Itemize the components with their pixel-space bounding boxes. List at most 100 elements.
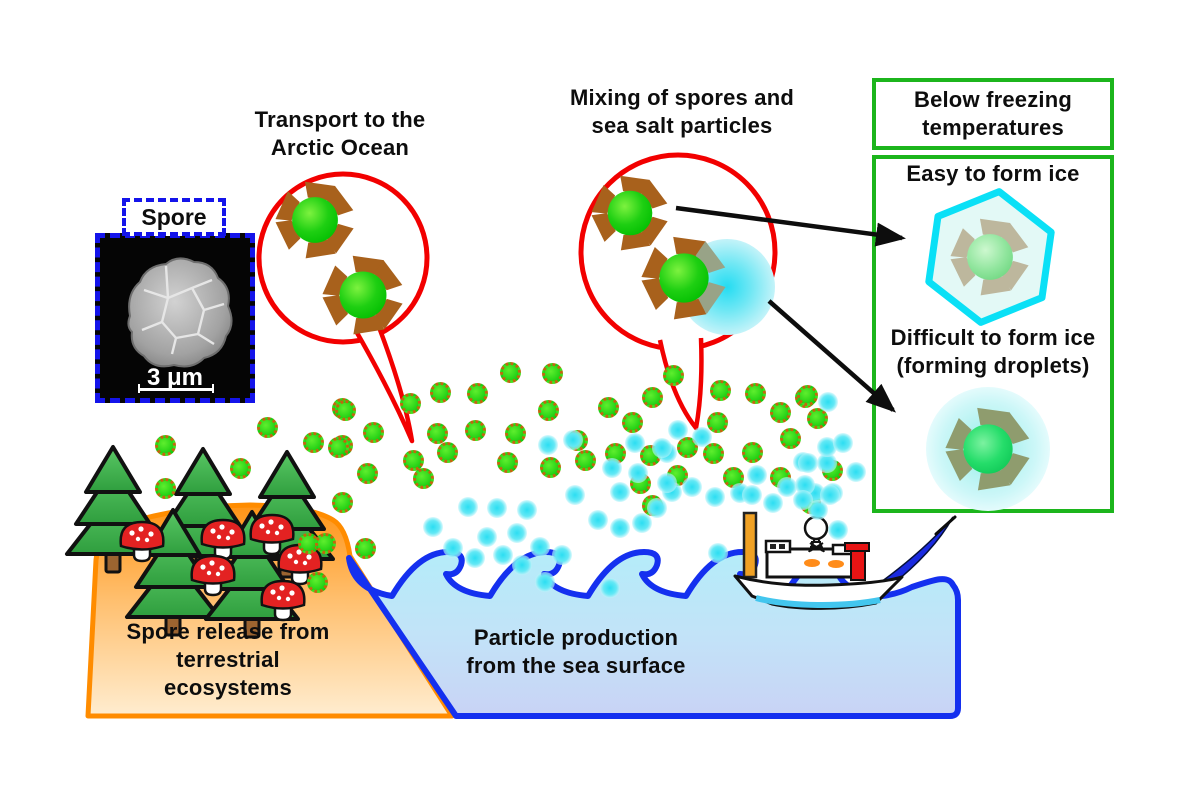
spore-particle — [707, 412, 728, 433]
sea-salt-particle — [458, 497, 478, 517]
sea-salt-particle — [777, 477, 797, 497]
funnel — [850, 550, 866, 581]
label-difficult-ice: Difficult to form ice (forming droplets) — [890, 325, 1096, 378]
sea-salt-particle — [530, 537, 550, 557]
spore-icon-frozen — [950, 218, 1029, 296]
spore-icon-brown — [275, 181, 354, 259]
sea-salt-particle — [477, 527, 497, 547]
sea-salt-particle — [465, 548, 485, 568]
spore-particle — [363, 422, 384, 443]
sea-salt-particle — [833, 433, 853, 453]
radar-dome — [803, 515, 829, 541]
funnel-cap — [844, 542, 870, 552]
spore-particle — [315, 533, 336, 554]
sea-salt-particle — [692, 427, 712, 447]
scale-bar — [138, 388, 214, 391]
spore-particle — [663, 365, 684, 386]
sea-salt-particle — [588, 510, 608, 530]
sea-salt-particle — [600, 578, 620, 598]
spore-particle — [467, 383, 488, 404]
spore-particle — [355, 538, 376, 559]
sea-salt-particle — [517, 500, 537, 520]
sea-salt-particle — [602, 458, 622, 478]
spore-particle — [328, 437, 349, 458]
sea-salt-particle — [820, 485, 840, 505]
spore-icon-mixed — [641, 236, 726, 320]
spore-sem-blob — [127, 257, 233, 368]
spore-particle — [303, 432, 324, 453]
label-transport: Transport to the Arctic Ocean — [254, 107, 426, 160]
label-mixing: Mixing of spores and sea salt particles — [569, 85, 795, 138]
research-ship — [733, 511, 904, 610]
sea-salt-particle — [668, 420, 688, 440]
sea-salt-particle — [747, 465, 767, 485]
sea-salt-particle — [423, 517, 443, 537]
sea-salt-particle — [552, 545, 572, 565]
spore-particle — [230, 458, 251, 479]
spore-particle — [780, 428, 801, 449]
spore-icon-droplet — [945, 407, 1030, 491]
spore-particle — [742, 442, 763, 463]
spore-particle — [797, 385, 818, 406]
spore-particle — [257, 417, 278, 438]
sea-salt-particle — [535, 572, 555, 592]
sea-salt-particle — [708, 543, 728, 563]
spore-icon-brown — [591, 175, 668, 251]
spore-particle — [357, 463, 378, 484]
label-below-freezing: Below freezing temperatures — [913, 87, 1073, 140]
spore-particle — [575, 450, 596, 471]
sea-salt-particle — [632, 513, 652, 533]
sea-salt-particle — [763, 493, 783, 513]
sea-salt-particle — [507, 523, 527, 543]
sea-salt-particle — [625, 433, 645, 453]
sea-salt-particle — [563, 430, 583, 450]
sea-salt-particle — [846, 462, 866, 482]
sea-salt-particle — [682, 477, 702, 497]
spore-particle — [542, 363, 563, 384]
sea-salt-particle — [610, 518, 630, 538]
spore-particle — [437, 442, 458, 463]
spore-particle — [505, 423, 526, 444]
spore-particle — [642, 387, 663, 408]
sea-salt-particle — [793, 490, 813, 510]
ship-waterline-stripe — [755, 595, 881, 608]
sea-salt-particle — [818, 392, 838, 412]
sea-salt-particle — [512, 555, 532, 575]
spore-particle — [710, 380, 731, 401]
spore-particle — [622, 412, 643, 433]
spore-particle — [538, 400, 559, 421]
spore-particle — [307, 572, 328, 593]
spore-sem-image: 3 μm — [95, 233, 255, 403]
sea-salt-particle — [828, 520, 848, 540]
spore-particle — [770, 402, 791, 423]
scale-bar-label: 3 μm — [147, 364, 203, 391]
sea-salt-particle — [808, 500, 828, 520]
sea-salt-particle — [610, 482, 630, 502]
sea-salt-particle — [647, 498, 667, 518]
freezing-panel-header — [872, 78, 1114, 150]
spore-particle — [500, 362, 521, 383]
cabin-window — [804, 559, 820, 567]
sea-salt-particle — [565, 485, 585, 505]
label-spore-release: Spore release from terrestrial ecosystem… — [126, 619, 330, 700]
spore-particle — [465, 420, 486, 441]
label-easy-ice: Easy to form ice — [906, 161, 1080, 186]
sea-salt-particle — [628, 463, 648, 483]
spore-particle — [497, 452, 518, 473]
sea-salt-particle — [443, 538, 463, 558]
spore-particle — [403, 450, 424, 471]
spore-particle — [413, 468, 434, 489]
spore-particle — [703, 443, 724, 464]
sea-salt-particle — [742, 485, 762, 505]
sea-salt-particle — [817, 453, 837, 473]
spore-particle — [332, 492, 353, 513]
sea-salt-particle — [657, 473, 677, 493]
spore-particle — [155, 435, 176, 456]
sea-salt-particle — [538, 435, 558, 455]
sea-salt-particle — [817, 437, 837, 457]
spore-particle — [427, 423, 448, 444]
radar-tower — [808, 535, 825, 553]
spore-inset-label: Spore — [122, 198, 226, 236]
